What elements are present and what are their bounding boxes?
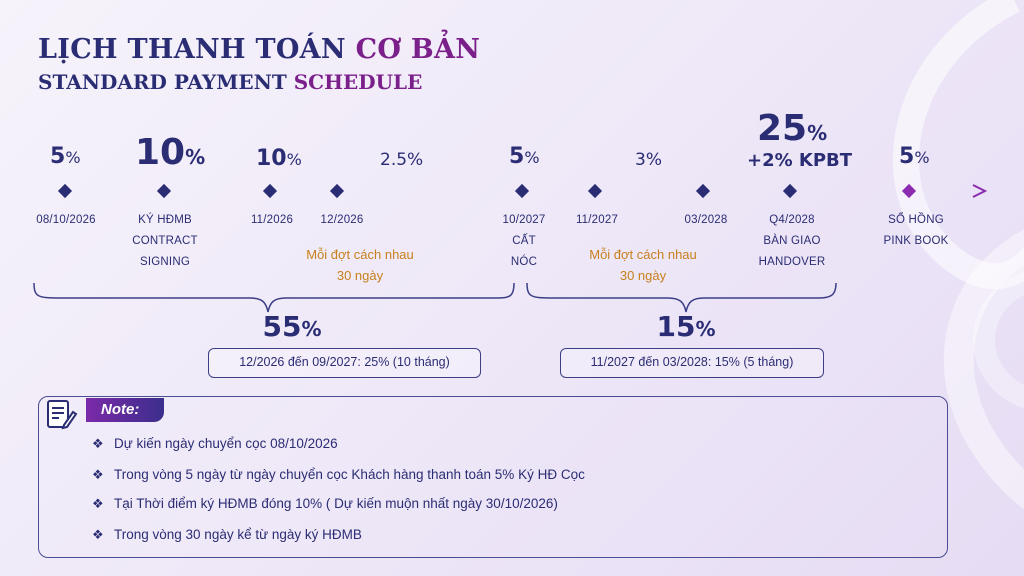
milestone-diamond: [156, 183, 172, 199]
diamond-bullet-icon: ❖: [92, 527, 104, 542]
milestone-9-percent: 5%: [899, 144, 930, 169]
note-edit-icon: [47, 400, 78, 430]
milestone-diamond: [262, 183, 278, 199]
bracket-right: [526, 282, 837, 313]
note-item-text: Dự kiến ngày chuyển cọc 08/10/2026: [114, 436, 338, 451]
diamond-bullet-icon: ❖: [92, 467, 104, 482]
milestone-diamond: [587, 183, 603, 199]
milestone-8-percent: 25%: [757, 108, 828, 149]
bracket-left: [33, 282, 515, 313]
note-item-text: Trong vòng 5 ngày từ ngày chuyển cọc Khá…: [114, 467, 585, 482]
title-en-accent: SCHEDULE: [293, 70, 423, 94]
milestone-7-label: 03/2028: [684, 214, 728, 226]
note-item: ❖ Trong vòng 30 ngày kể từ ngày ký HĐMB: [92, 527, 362, 543]
milestone-5-percent: 5%: [509, 144, 540, 169]
milestone-7-percent: 3%: [635, 150, 662, 170]
milestone-4-label: 12/2026: [320, 214, 364, 226]
note-item: ❖ Dự kiến ngày chuyển cọc 08/10/2026: [92, 436, 338, 452]
milestone-diamond: [695, 183, 711, 199]
note-item: ❖ Trong vòng 5 ngày từ ngày chuyển cọc Kh…: [92, 467, 585, 483]
milestone-8-extra: +2% KPBT: [747, 150, 853, 171]
milestone-1-percent: 5%: [50, 144, 81, 169]
page-title-vietnamese: LỊCH THANH TOÁN CƠ BẢN: [38, 34, 480, 65]
milestone-diamond: [901, 183, 917, 199]
note-item: ❖ Tại Thời điểm ký HĐMB đóng 10% ( Dự kiế…: [92, 496, 558, 512]
milestone-diamond: [57, 183, 73, 199]
background-swirl-decoration: [893, 0, 1024, 510]
note-item-text: Trong vòng 30 ngày kể từ ngày ký HĐMB: [114, 527, 362, 542]
note-item-text: Tại Thời điểm ký HĐMB đóng 10% ( Dự kiến…: [114, 496, 558, 511]
summary-2-range: 11/2027 đến 03/2028: 15% (5 tháng): [560, 348, 824, 378]
page-title-english: STANDARD PAYMENT SCHEDULE: [38, 70, 422, 94]
summary-1-range: 12/2026 đến 09/2027: 25% (10 tháng): [208, 348, 481, 378]
diamond-bullet-icon: ❖: [92, 436, 104, 451]
note-box: [38, 396, 948, 558]
milestone-4-percent: 2.5%: [380, 150, 424, 170]
milestone-6-label: 11/2027: [575, 214, 619, 226]
timeline-arrow-head: [972, 184, 988, 198]
milestone-1-label: 08/10/2026: [36, 214, 96, 226]
milestone-diamond: [514, 183, 530, 199]
title-en-main: STANDARD PAYMENT: [38, 70, 294, 94]
milestone-diamond: [782, 183, 798, 199]
milestone-2-percent: 10%: [135, 132, 206, 173]
summary-1-percent: 55%: [262, 310, 322, 343]
milestone-diamond: [329, 183, 345, 199]
diamond-bullet-icon: ❖: [92, 496, 104, 511]
title-vi-main: LỊCH THANH TOÁN: [38, 34, 356, 65]
milestone-3-label: 11/2026: [250, 214, 294, 226]
title-vi-accent: CƠ BẢN: [355, 34, 481, 65]
note-tag: Note:: [86, 398, 164, 422]
summary-2-percent: 15%: [656, 310, 716, 343]
milestone-3-percent: 10%: [256, 146, 302, 171]
